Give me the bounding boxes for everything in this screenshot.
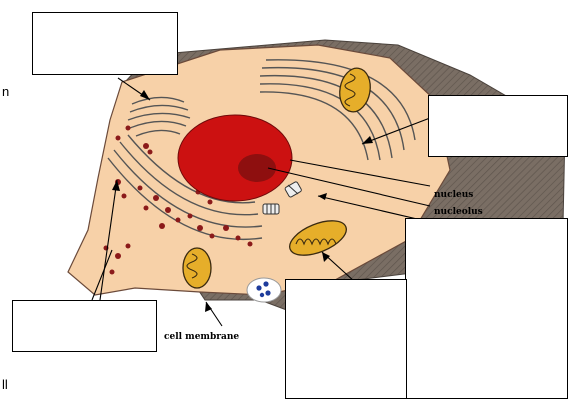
answer-box-right-lower[interactable] (405, 218, 568, 399)
nucleus-label: nucleus (434, 190, 473, 200)
answer-box-bottom-left[interactable] (12, 300, 157, 352)
left-text-fragment-top: n (2, 84, 9, 99)
nucleolus-label: nucleolus (434, 207, 483, 217)
vacuole (247, 278, 281, 302)
answer-box-top-left[interactable] (32, 12, 178, 75)
answer-box-bottom-middle[interactable] (285, 279, 407, 399)
answer-box-right-upper[interactable] (428, 95, 568, 157)
nucleus (178, 115, 292, 201)
left-text-fragment-bottom: ll (2, 377, 8, 392)
cell-membrane-label: cell membrane (164, 332, 239, 342)
mitochondrion-bottom (183, 248, 211, 288)
